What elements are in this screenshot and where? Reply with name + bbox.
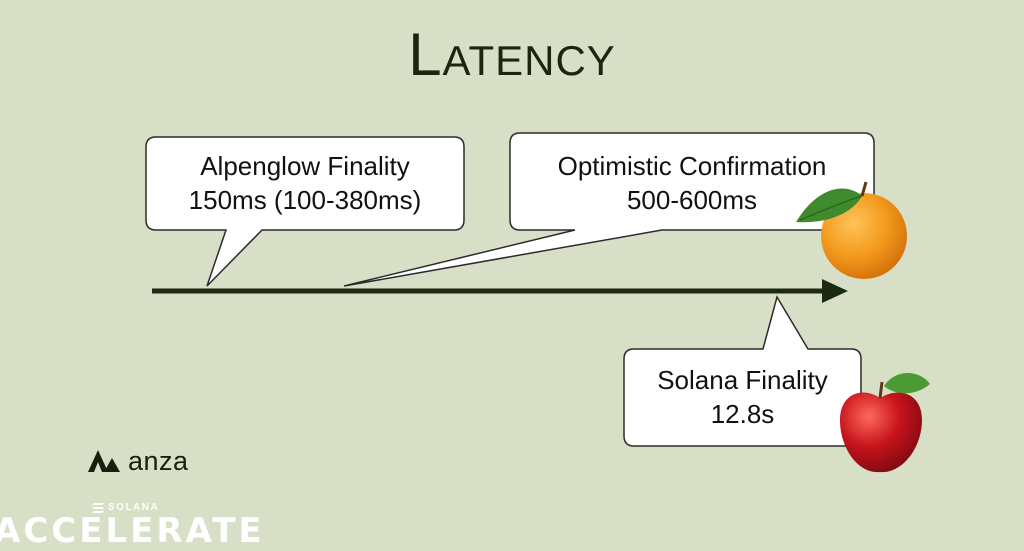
slide: Latency Alpenglow Finality 150ms (100-38… [0,21,930,548]
solana-finality-label: Solana Finality [657,365,828,395]
anza-wordmark: anza [128,445,189,476]
alpenglow-callout: Alpenglow Finality 150ms (100-380ms) [146,149,464,217]
alpenglow-value: 150ms (100-380ms) [188,185,422,215]
orange-icon [796,181,907,279]
accelerate-wordmark: ACCELERATE [0,511,265,551]
solana-callout: Solana Finality 12.8s [624,363,861,431]
optimistic-value: 500-600ms [626,185,758,215]
solana-finality-value: 12.8s [710,399,775,429]
solana-logo-icon [92,502,104,513]
timeline-arrowhead [822,279,848,303]
alpenglow-callout-bubble [145,136,465,287]
apple-icon [840,373,930,473]
anza-logo-icon [88,450,120,472]
alpenglow-label: Alpenglow Finality [200,151,410,181]
optimistic-label: Optimistic Confirmation [557,151,827,181]
solana-badge: SOLANA [92,502,159,513]
solana-wordmark: SOLANA [108,502,160,513]
timeline-arrow [152,279,848,303]
optimistic-callout: Optimistic Confirmation 500-600ms [510,149,874,217]
diagram-canvas [145,132,930,473]
anza-logo: anza [86,444,189,478]
slide-title: Latency [408,21,616,88]
optimistic-callout-bubble [343,132,875,287]
